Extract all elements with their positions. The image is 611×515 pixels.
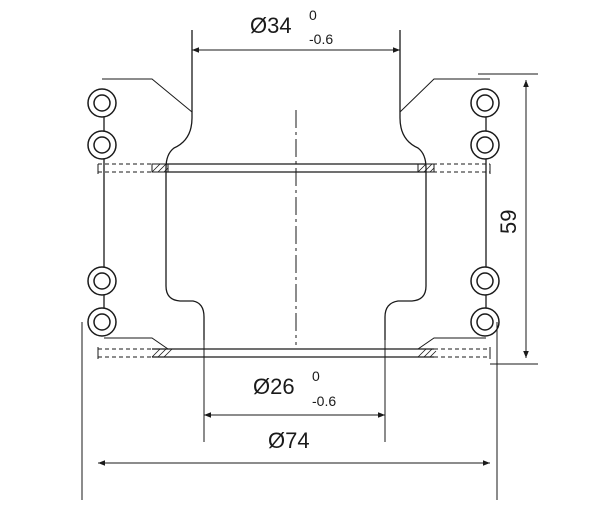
lower-band-dash-left (98, 348, 152, 358)
svg-text:-0.6: -0.6 (312, 393, 336, 409)
upper-flange-right (399, 78, 490, 113)
svg-text:Ø34: Ø34 (250, 13, 292, 38)
lower-flange-left (104, 337, 169, 350)
upper-hatch-left (151, 163, 169, 173)
bolt-rings-left (87, 88, 117, 337)
body-outline-left (165, 30, 205, 340)
svg-text:-0.6: -0.6 (309, 31, 333, 47)
outer-dim-label: Ø74 (268, 428, 310, 453)
svg-text:Ø26: Ø26 (253, 374, 295, 399)
lower-band-dash-right (434, 348, 490, 358)
upper-flange-left (102, 78, 193, 113)
top-dim-label: Ø34 0 -0.6 (250, 7, 333, 47)
body-outline-right (384, 30, 427, 340)
lower-flange-right (417, 337, 486, 350)
lower-hatch-left (151, 348, 173, 358)
height-dim-label: 59 (496, 210, 521, 234)
bolt-rings-right (470, 88, 500, 337)
svg-text:0: 0 (312, 368, 320, 384)
lower-hatch-right (417, 348, 437, 358)
svg-text:0: 0 (309, 7, 317, 23)
bottom-dim-label: Ø26 0 -0.6 (253, 368, 336, 409)
upper-hatch-right (417, 163, 435, 173)
